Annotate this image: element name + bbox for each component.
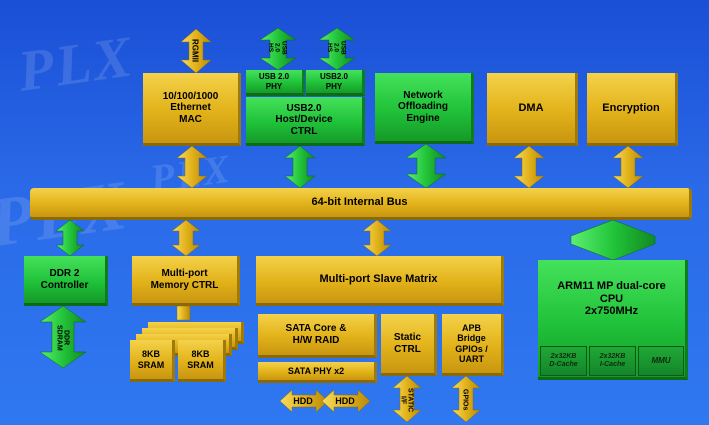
cpu-label: ARM11 MP dual-core CPU 2x750MHz <box>557 280 666 318</box>
sata-phy-block: SATA PHY x2 <box>258 362 377 383</box>
ddr-sdram-label: DDR SDRAM <box>55 325 70 351</box>
usb-ctrl-block: USB2.0 Host/Device CTRL <box>246 97 365 146</box>
usb-phy-block-2: USB2.0 PHY <box>306 70 365 96</box>
hdd-label-2: HDD <box>335 395 355 406</box>
static-ctrl-block: Static CTRL <box>381 314 437 376</box>
memctrl-bus-arrow <box>171 219 201 257</box>
ddr-bus-arrow <box>55 219 85 257</box>
matrix-bus-arrow <box>362 219 392 257</box>
hdd-arrow-2 <box>321 389 371 413</box>
dma-block: DMA <box>487 73 578 146</box>
memctrl-sram-link <box>176 305 191 321</box>
usb-port-label-2: USB 2.0 HS <box>325 41 347 55</box>
static-if-arrow <box>392 375 422 423</box>
i-cache-block: 2x32KB I-Cache <box>589 346 636 376</box>
mmu-block: MMU <box>638 346 684 376</box>
encryption-block: Encryption <box>587 73 678 146</box>
sata-core-block: SATA Core & H/W RAID <box>258 314 377 358</box>
static-if-label: STATIC I/F <box>399 387 414 413</box>
gpios-arrow <box>451 375 481 423</box>
usb-port-label-1: USB 2.0 HS <box>266 41 288 55</box>
usb-bus-arrow <box>284 145 316 189</box>
network-offloading-block: Network Offloading Engine <box>375 73 474 144</box>
internal-bus: 64-bit Internal Bus <box>30 188 692 220</box>
cpu-bus-arrow <box>570 219 656 261</box>
sram-block-2: 8KB SRAM <box>178 340 226 382</box>
sram-block-1: 8KB SRAM <box>130 340 175 382</box>
ethernet-mac-block: 10/100/1000 Ethernet MAC <box>143 73 241 146</box>
usb-phy-block-1: USB 2.0 PHY <box>246 70 305 96</box>
rgmii-label: RGMII <box>190 39 200 63</box>
apb-bridge-block: APB Bridge GPIOs / UART <box>442 314 504 376</box>
memory-ctrl-block: Multi-port Memory CTRL <box>132 256 240 306</box>
hdd-label-1: HDD <box>293 395 313 406</box>
d-cache-block: 2x32KB D-Cache <box>540 346 587 376</box>
encryption-bus-arrow <box>612 145 644 189</box>
ethernet-bus-arrow <box>176 145 208 189</box>
dma-bus-arrow <box>513 145 545 189</box>
gpios-label: GPIOs <box>461 389 469 411</box>
network-bus-arrow <box>405 143 447 189</box>
ddr2-controller-block: DDR 2 Controller <box>24 256 108 306</box>
slave-matrix-block: Multi-port Slave Matrix <box>256 256 504 306</box>
ddr-sdram-arrow <box>39 305 87 369</box>
